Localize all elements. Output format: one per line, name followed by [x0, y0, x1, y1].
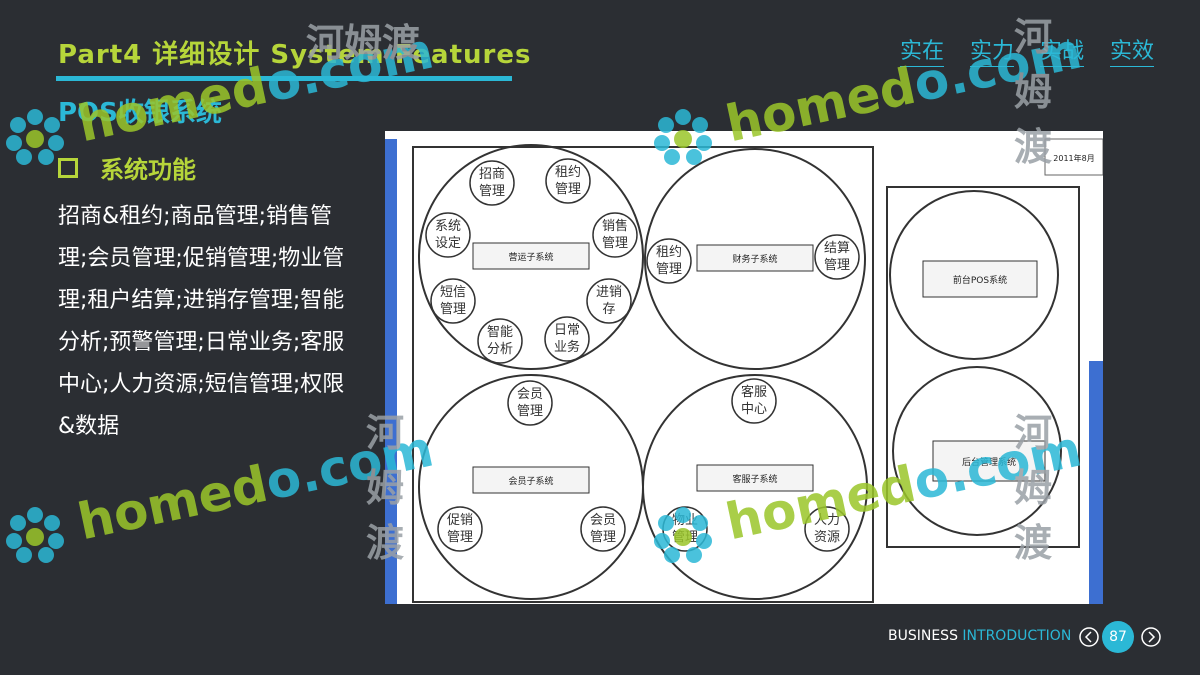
svg-text:管理: 管理: [555, 182, 581, 197]
svg-text:管理: 管理: [656, 262, 682, 277]
slogan-item[interactable]: 实在: [899, 38, 944, 67]
module-zuyue2: 租约 管理: [646, 238, 692, 284]
square-bullet-icon: [58, 157, 78, 178]
svg-text:管理: 管理: [672, 530, 698, 545]
module-jiesuan: 结算 管理: [814, 234, 860, 280]
module-duanxin: 短信 管理: [430, 278, 476, 324]
operations-box: [472, 242, 590, 270]
svg-text:日常: 日常: [554, 323, 580, 338]
front-pos-label: 前台POS系统: [953, 274, 1007, 286]
module-richang: 日常 业务: [544, 316, 590, 362]
slogan-item[interactable]: 实力: [969, 38, 1014, 67]
svg-text:会员: 会员: [517, 387, 543, 402]
footer-caption: BUSINESS INTRODUCTION: [888, 628, 1071, 644]
svg-text:招商: 招商: [479, 167, 505, 182]
svg-text:管理: 管理: [602, 236, 628, 251]
system-architecture-diagram: 2011年8月 营运子系统 财务子系统 会员子系统 客服子系统 前台POS系统 …: [385, 131, 1103, 604]
backend-circle: [892, 366, 1062, 536]
svg-text:管理: 管理: [447, 530, 473, 545]
member-label: 会员子系统: [508, 475, 553, 487]
svg-text:短信: 短信: [440, 285, 466, 300]
slogan-item[interactable]: 实战: [1039, 38, 1084, 67]
main-frame: [412, 146, 874, 603]
svg-text:会员: 会员: [590, 513, 616, 528]
flower-logo-icon: [6, 506, 64, 563]
page-subtitle: POS收银系统: [58, 98, 222, 128]
svg-text:管理: 管理: [824, 258, 850, 273]
section-heading: 系统功能: [58, 150, 196, 185]
pos-frame: [886, 186, 1080, 548]
footer-introduction: INTRODUCTION: [962, 628, 1072, 644]
module-huiyuan: 会员 管理: [507, 380, 553, 426]
svg-text:存: 存: [602, 302, 615, 317]
slogan-item[interactable]: 实效: [1109, 38, 1154, 67]
date-box: [1044, 138, 1103, 176]
page-number: 87: [1102, 621, 1134, 653]
svg-text:人力: 人力: [814, 513, 840, 528]
watermark: homedo.com 河姆渡: [0, 411, 440, 571]
module-cuxiao: 促销 管理: [437, 506, 483, 552]
finance-circle: [644, 148, 866, 370]
module-jinxiao: 进销 存: [586, 278, 632, 324]
backend-label: 后台管理系统: [962, 456, 1016, 468]
date-label: 2011年8月: [1053, 153, 1094, 163]
section-heading-text: 系统功能: [100, 156, 196, 184]
svg-text:结算: 结算: [824, 241, 850, 256]
svg-text:客服: 客服: [741, 384, 767, 400]
backend-box: [932, 440, 1046, 482]
svg-text:管理: 管理: [517, 404, 543, 419]
svg-text:进销: 进销: [596, 285, 622, 300]
finance-box: [696, 244, 814, 272]
member-box: [472, 466, 590, 494]
module-wuye: 物业 管理: [662, 506, 708, 552]
service-box: [696, 464, 814, 492]
svg-text:管理: 管理: [440, 302, 466, 317]
svg-text:管理: 管理: [479, 184, 505, 199]
footer-business: BUSINESS: [888, 628, 958, 644]
slogan-bar: 实在 实力 实战 实效: [899, 38, 1154, 67]
module-xitong: 系统 设定: [425, 212, 471, 258]
title-underline: [56, 76, 512, 81]
front-pos-circle: [889, 190, 1059, 360]
module-kefu: 客服 中心: [731, 378, 777, 424]
front-pos-box: [922, 260, 1038, 298]
svg-text:分析: 分析: [487, 342, 513, 357]
svg-text:中心: 中心: [741, 402, 767, 417]
module-zhaoshang: 招商 管理: [469, 160, 515, 206]
svg-text:促销: 促销: [447, 513, 473, 528]
section-body: 招商&租约;商品管理;销售管理;会员管理;促销管理;物业管理;租户结算;进销存管…: [58, 204, 345, 439]
svg-text:租约: 租约: [656, 245, 682, 260]
svg-text:物业: 物业: [672, 513, 698, 528]
svg-text:设定: 设定: [435, 236, 461, 251]
module-renli: 人力 资源: [804, 506, 850, 552]
finance-label: 财务子系统: [732, 253, 777, 265]
module-zuyue: 租约 管理: [545, 158, 591, 204]
svg-text:智能: 智能: [487, 325, 513, 340]
operations-label: 营运子系统: [508, 251, 553, 263]
module-huiyuan2: 会员 管理: [580, 506, 626, 552]
service-label: 客服子系统: [732, 473, 777, 485]
module-xiaoshou: 销售 管理: [592, 212, 638, 258]
operations-circle: [418, 144, 644, 370]
module-zhineng: 智能 分析: [477, 318, 523, 364]
service-circle: [642, 374, 868, 600]
svg-text:系统: 系统: [435, 219, 461, 234]
page-title: Part4 详细设计 System Features: [58, 40, 532, 70]
prev-page-icon[interactable]: [1072, 620, 1106, 654]
svg-text:业务: 业务: [554, 339, 580, 355]
svg-text:销售: 销售: [602, 218, 628, 234]
svg-text:租约: 租约: [555, 165, 581, 180]
next-page-icon[interactable]: [1134, 620, 1168, 654]
svg-text:资源: 资源: [814, 530, 840, 545]
svg-text:管理: 管理: [590, 530, 616, 545]
